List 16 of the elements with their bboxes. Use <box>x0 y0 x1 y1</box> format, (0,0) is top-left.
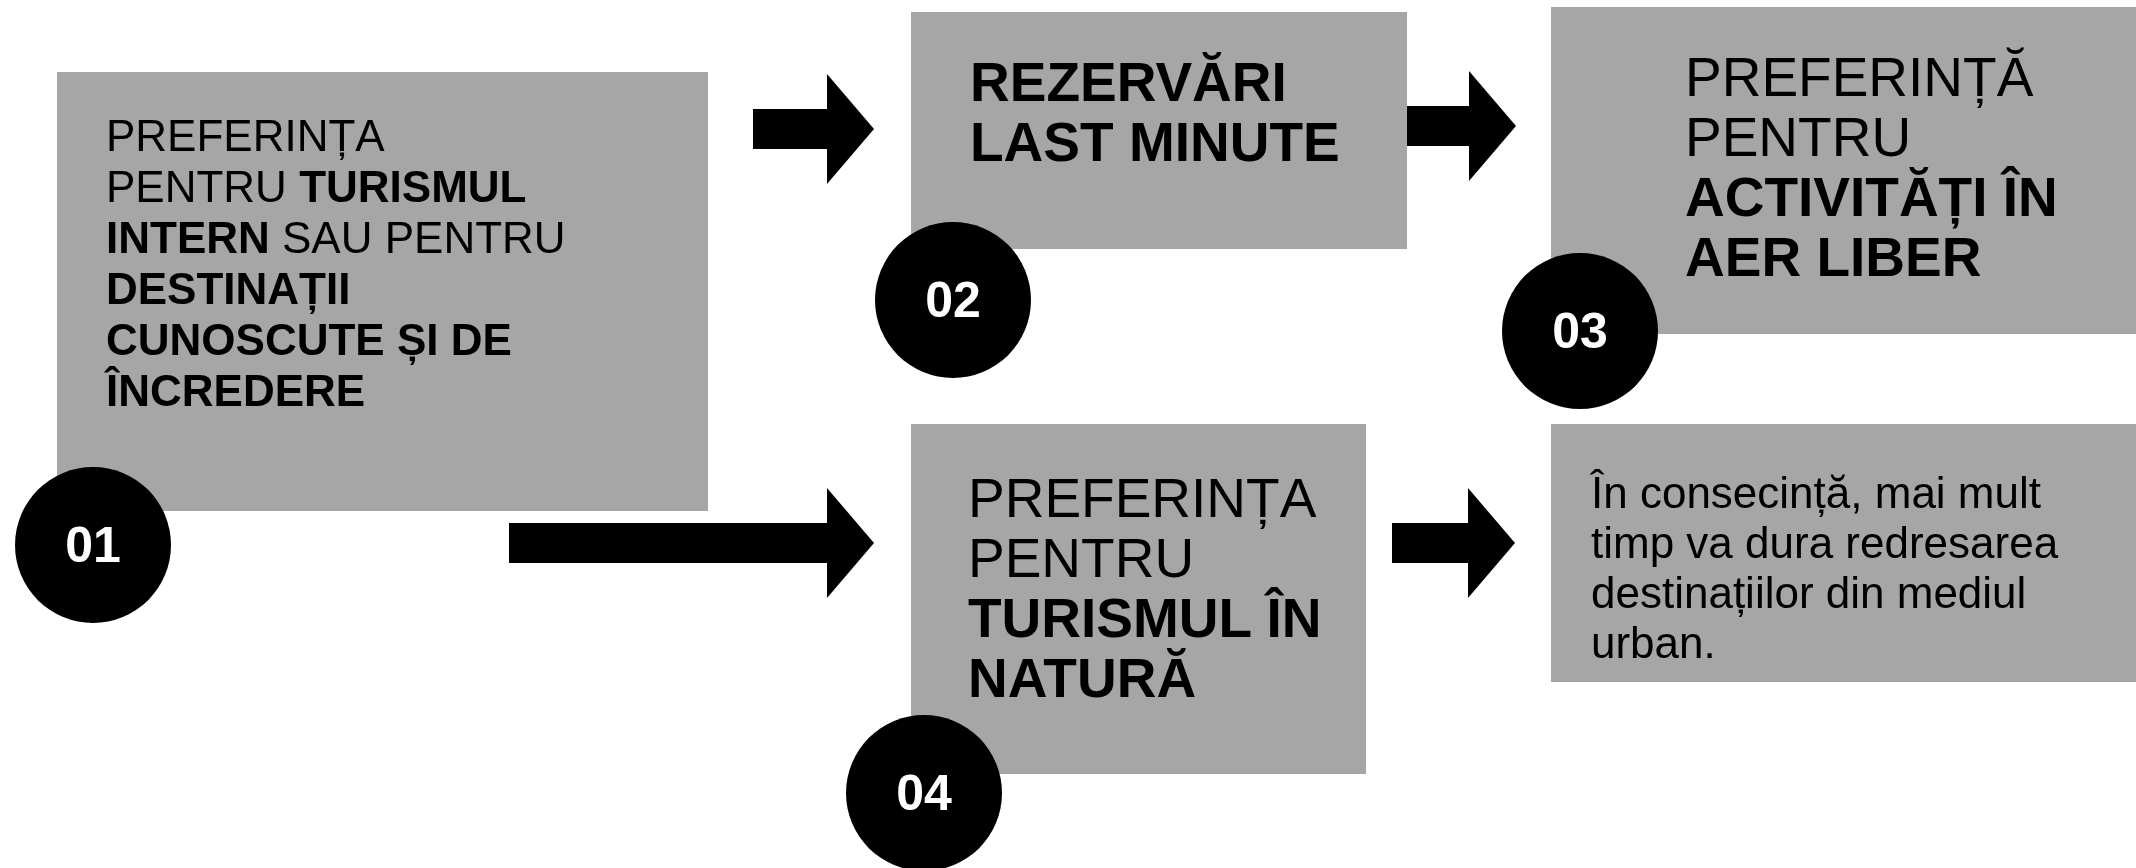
box-text: În consecință, mai mult timp va dura redresarea destinațiilor din mediul urban. <box>1591 468 2060 668</box>
text-box <box>1551 424 2136 682</box>
step-number: 01 <box>65 516 121 574</box>
step-number: 04 <box>896 764 952 822</box>
step-number: 02 <box>925 271 981 329</box>
box-text: REZERVĂRI LAST MINUTE <box>970 52 1341 172</box>
text-box <box>911 12 1407 249</box>
box-text: PREFERINȚĂ PENTRU ACTIVITĂȚI ÎN AER LIBER <box>1685 47 2059 287</box>
block-arrow <box>1392 488 1515 598</box>
box-text: PREFERINȚA PENTRU TURISMUL ÎN NATURĂ <box>968 468 1323 708</box>
text-box <box>911 424 1366 774</box>
box-text: PREFERINȚA PENTRU TURISMUL INTERN SAU PENTRU DESTINAȚII CUNOSCUTE ȘI DE ÎNCREDERE <box>106 110 566 416</box>
block-arrow <box>753 74 874 184</box>
text-box <box>57 72 708 511</box>
block-arrow <box>509 488 874 598</box>
step-number: 03 <box>1552 302 1608 360</box>
